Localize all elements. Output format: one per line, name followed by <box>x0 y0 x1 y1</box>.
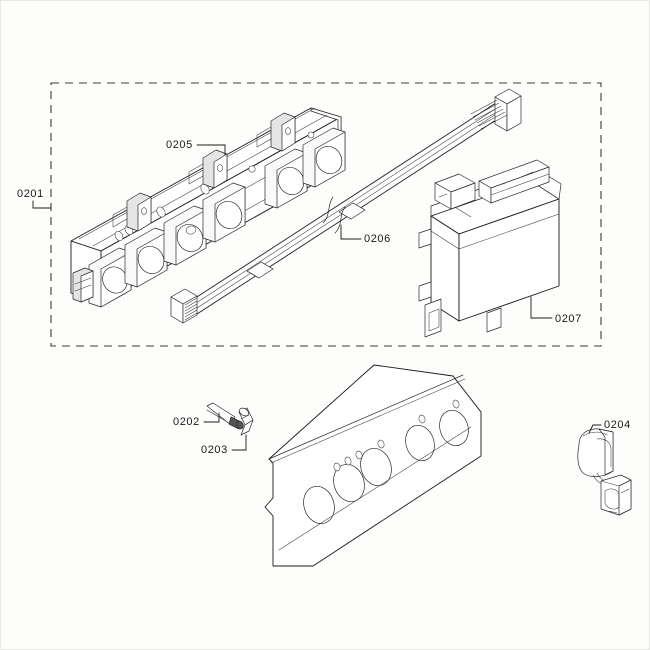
module-mount-tab <box>418 228 432 249</box>
mounting-bracket-clip <box>188 149 228 189</box>
part-label-0206: 0206 <box>364 233 391 245</box>
module-foot <box>486 307 502 333</box>
part-label-0204: 0204 <box>604 419 631 431</box>
mounting-bracket-clip <box>112 192 152 232</box>
control-panel-fascia <box>264 364 482 567</box>
module-foot <box>424 298 442 338</box>
leader-0203 <box>231 434 247 451</box>
panel-button-bezel <box>88 247 132 308</box>
screw <box>206 402 244 430</box>
ribbon-cable <box>170 88 522 324</box>
module-terminal-block <box>434 173 476 210</box>
fascia-indicator-hole <box>377 439 385 449</box>
part-label-0203: 0203 <box>201 444 228 456</box>
fascia-indicator-hole <box>418 414 426 424</box>
module-connector-rail <box>478 159 550 204</box>
bushing-sleeve <box>238 407 254 436</box>
ribbon-connector-right <box>470 88 522 132</box>
fascia-indicator-hole <box>344 456 352 466</box>
panel-button-bezel <box>202 182 246 243</box>
fascia-indicator-hole <box>333 462 341 472</box>
panel-button-bezel <box>163 205 207 266</box>
retaining-clip <box>577 428 632 516</box>
leader-0201 <box>32 200 52 209</box>
panel-bar-end-foot <box>72 267 94 303</box>
leader-0202 <box>203 412 220 423</box>
panel-button-bezel <box>302 127 346 188</box>
control-module-housing <box>418 159 562 338</box>
fascia-indicator-hole <box>355 450 363 460</box>
fascia-indicator-hole <box>452 399 460 409</box>
leader-0207 <box>530 296 553 319</box>
part-label-0207: 0207 <box>555 313 582 325</box>
leader-0206 <box>340 224 362 240</box>
fascia-knob-hole <box>405 424 435 462</box>
mounting-bracket-clip <box>256 112 296 152</box>
ribbon-connector-left <box>170 288 198 324</box>
part-label-0205: 0205 <box>166 139 193 151</box>
leader-0205 <box>196 144 226 156</box>
part-label-0202: 0202 <box>173 416 200 428</box>
fascia-knob-hole <box>439 409 469 447</box>
module-mount-tab <box>418 281 432 302</box>
fascia-knob-hole <box>360 447 392 487</box>
panel-button-bezel <box>124 227 168 288</box>
control-panel-bar <box>70 107 346 308</box>
leader-0204 <box>588 424 602 434</box>
panel-button-bezel <box>264 148 308 209</box>
fascia-knob-hole <box>303 485 335 525</box>
part-label-0201: 0201 <box>17 188 44 200</box>
